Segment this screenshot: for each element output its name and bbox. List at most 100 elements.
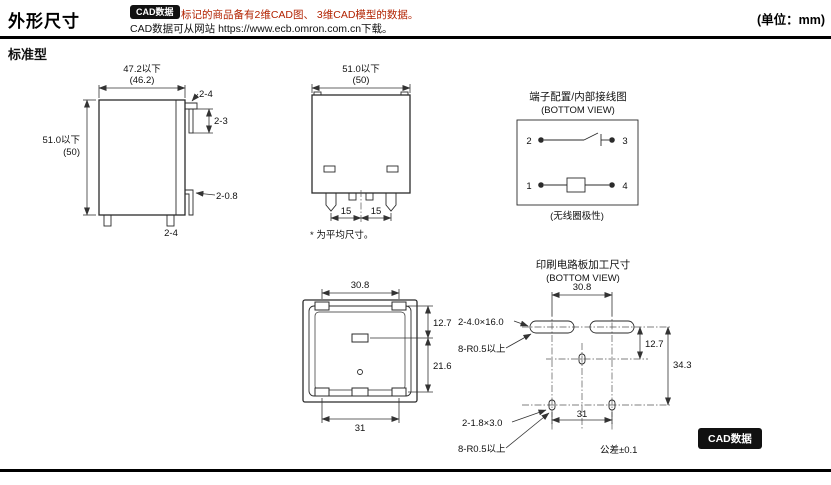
terminal-4-dot bbox=[609, 182, 615, 188]
tolerance-label: 公差±0.1 bbox=[600, 444, 637, 456]
terminal-slot-bottom-right bbox=[391, 387, 407, 397]
dim-width-label: 51.0以下 bbox=[342, 64, 380, 75]
dim-pitch-left-label: 15 bbox=[341, 206, 352, 217]
dim-tab-length-label: 2-3 bbox=[214, 116, 228, 127]
drawing-side-view: 47.2以下 (46.2) 51.0以下 (50) 2-4 2-3 bbox=[43, 64, 238, 239]
dim-top-label: 30.8 bbox=[573, 282, 592, 293]
bottom-view-bottom-dimension: 31 bbox=[321, 398, 400, 434]
bottom-view-right-dimensions: 12.7 21.6 bbox=[370, 305, 452, 393]
dim-pin-width-label: 2-4 bbox=[164, 228, 178, 239]
foot-pitch-dimensions: 15 15 bbox=[330, 206, 392, 221]
terminal-4-label: 4 bbox=[622, 181, 627, 192]
cad-note-line1: 标记的商品备有2维CAD图、 3维CAD模型的数据。 bbox=[181, 9, 419, 21]
cad-data-badge-bottom[interactable]: CAD数据 bbox=[698, 428, 762, 449]
terminal-2-label: 2 bbox=[526, 136, 531, 147]
top-tab-pin bbox=[188, 108, 194, 134]
pcb-layout-subtitle: (BOTTOM VIEW) bbox=[546, 273, 620, 284]
pcb-slot-radius-callout: 8-R0.5以上 bbox=[458, 333, 532, 355]
pcb-slot-left bbox=[529, 320, 575, 334]
terminal-3-dot bbox=[609, 137, 615, 143]
vent-right bbox=[386, 165, 399, 173]
pcb-hole-middle bbox=[578, 353, 586, 365]
pcb-hole-radius-callout: 8-R0.5以上 bbox=[458, 412, 550, 455]
top-tab bbox=[185, 102, 198, 110]
front-width-dimension: 51.0以下 (50) bbox=[311, 64, 411, 93]
bottom-pin-left bbox=[103, 214, 112, 227]
terminal-diagram-title: 端子配置/内部接线图 bbox=[529, 90, 626, 103]
pcb-center-lines bbox=[522, 310, 672, 430]
drawing-front-view: 51.0以下 (50) 15 15 * 为平均尺寸。 bbox=[310, 64, 411, 241]
dim-pin-thickness-label: 2-0.8 bbox=[216, 191, 238, 202]
dim-right-upper-label: 12.7 bbox=[433, 318, 452, 329]
terminal-diagram-subtitle: (BOTTOM VIEW) bbox=[541, 105, 615, 116]
relay-body-front bbox=[311, 94, 411, 194]
dim-pitch-right-label: 15 bbox=[371, 206, 382, 217]
tab-length-dimension: 2-3 bbox=[193, 108, 228, 134]
side-width-dimension: 47.2以下 (46.2) bbox=[98, 64, 186, 98]
dim-tab-width-label: 2-4 bbox=[199, 89, 213, 100]
dim-right-upper-label: 12.7 bbox=[645, 339, 664, 350]
terminal-slot-middle bbox=[351, 333, 369, 343]
terminal-slot-top-left bbox=[314, 301, 330, 311]
contact-symbol bbox=[544, 132, 609, 146]
unit-label: (单位：mm) bbox=[756, 13, 825, 27]
terminal-1-dot bbox=[538, 182, 544, 188]
top-bump-left bbox=[313, 91, 322, 96]
drawing-pcb-layout: 印刷电路板加工尺寸 (BOTTOM VIEW) 30.8 bbox=[458, 258, 692, 456]
page-title: 外形尺寸 bbox=[8, 12, 80, 31]
dim-width-ref-label: (46.2) bbox=[130, 75, 155, 86]
hole-size-label: 2-1.8×3.0 bbox=[462, 418, 502, 429]
dim-width-ref-label: (50) bbox=[353, 75, 370, 86]
side-height-dimension: 51.0以下 (50) bbox=[43, 99, 96, 216]
mold-pip bbox=[357, 369, 363, 375]
mount-foot-right bbox=[385, 193, 397, 212]
terminal-3-label: 3 bbox=[622, 136, 627, 147]
dim-width-label: 47.2以下 bbox=[123, 64, 161, 75]
terminal-2-dot bbox=[538, 137, 544, 143]
drawing-bottom-view: 30.8 12.7 21.6 bbox=[302, 280, 452, 434]
right-pin bbox=[185, 189, 194, 216]
center-stub-left bbox=[348, 192, 357, 201]
cad-note-line2: CAD数据可从网站 https://www.ecb.omron.com.cn下载… bbox=[130, 23, 393, 35]
pcb-slot-callout: 2-4.0×16.0 bbox=[458, 317, 529, 328]
relay-body-side bbox=[98, 99, 186, 216]
terminal-slot-bottom-left bbox=[314, 387, 330, 397]
pin-thickness-dimension: 2-0.8 bbox=[195, 190, 238, 202]
terminal-box bbox=[516, 119, 639, 206]
coil-symbol bbox=[544, 177, 609, 193]
footer-divider bbox=[0, 469, 831, 472]
dim-bottom-label: 31 bbox=[577, 409, 588, 420]
section-label: 标准型 bbox=[8, 47, 48, 62]
dim-top-label: 30.8 bbox=[351, 280, 370, 291]
vent-left bbox=[323, 165, 336, 173]
inner-molding-1 bbox=[308, 305, 412, 397]
dim-bottom-label: 31 bbox=[355, 423, 366, 434]
slot-radius-label: 8-R0.5以上 bbox=[458, 344, 506, 355]
pcb-slot-right bbox=[589, 320, 635, 334]
pcb-hole-bottom-left bbox=[548, 399, 556, 411]
top-bump-right bbox=[400, 91, 409, 96]
center-stub-right bbox=[365, 192, 374, 201]
terminal-slot-bottom-center bbox=[351, 387, 369, 397]
mount-foot-left bbox=[325, 193, 337, 212]
slot-size-label: 2-4.0×16.0 bbox=[458, 317, 504, 328]
pcb-hole-callout: 2-1.8×3.0 bbox=[462, 409, 547, 429]
no-coil-polarity-note: (无线圈极性) bbox=[550, 210, 604, 222]
dim-right-total-label: 34.3 bbox=[673, 360, 692, 371]
inner-molding-2 bbox=[314, 311, 406, 391]
bottom-view-top-dimension: 30.8 bbox=[321, 280, 400, 299]
tab-width-dimension: 2-4 bbox=[191, 89, 213, 102]
drawing-terminal-arrangement: 端子配置/内部接线图 (BOTTOM VIEW) 2 3 1 4 (无 bbox=[516, 90, 639, 222]
cad-data-badge-top: CAD数据 bbox=[130, 5, 180, 20]
pcb-hole-bottom-right bbox=[608, 399, 616, 411]
pcb-top-dimension: 30.8 bbox=[551, 282, 613, 316]
terminal-slot-top-right bbox=[391, 301, 407, 311]
dim-height-ref-label: (50) bbox=[63, 147, 80, 158]
header-divider bbox=[0, 36, 831, 39]
terminal-1-label: 1 bbox=[526, 181, 531, 192]
hole-radius-label: 8-R0.5以上 bbox=[458, 444, 506, 455]
dim-right-lower-label: 21.6 bbox=[433, 361, 452, 372]
average-dimension-footnote: * 为平均尺寸。 bbox=[310, 229, 373, 241]
